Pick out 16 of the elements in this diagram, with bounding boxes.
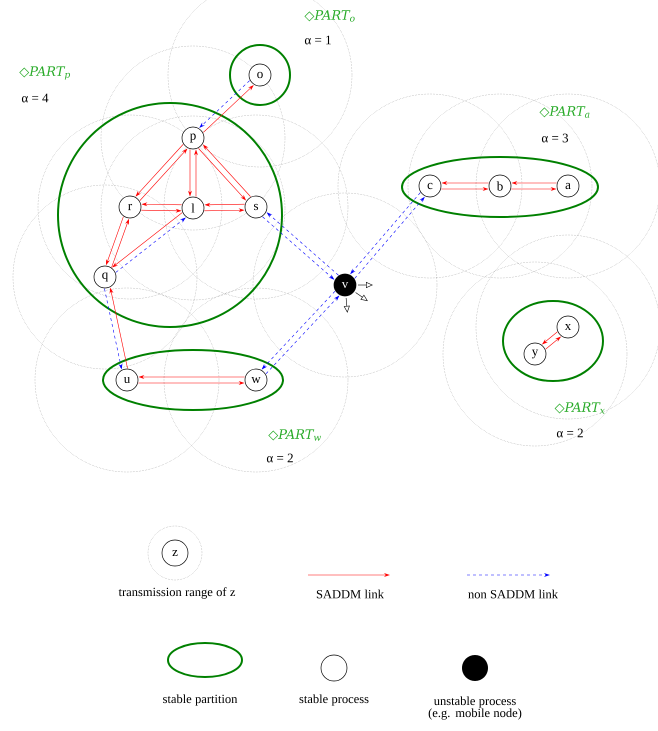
alpha-value: α = 1 bbox=[304, 36, 331, 44]
legend-text: non SADDM link bbox=[468, 590, 558, 598]
legend-text: stable partition bbox=[163, 694, 238, 706]
partition-heading: ◇PART$_{x}$ bbox=[554, 402, 605, 414]
alpha-value: α = 2 bbox=[556, 428, 583, 438]
partition-heading: ◇PART$_{p}$ bbox=[19, 66, 70, 80]
legend-text: SADDM link bbox=[316, 590, 384, 598]
alpha-value: α = 3 bbox=[542, 134, 568, 142]
alpha-value: α = 4 bbox=[22, 94, 48, 102]
partition-heading: ◇PART$_{a}$ bbox=[539, 106, 590, 118]
alpha-value: α = 2 bbox=[266, 454, 293, 462]
partition-heading: ◇PART$_{w}$ bbox=[268, 429, 322, 441]
legend-text: unstable process (e.g. mobile node) bbox=[428, 696, 522, 720]
partition-heading: ◇PART$_{o}$ bbox=[304, 10, 355, 22]
legend-text: stable process bbox=[300, 694, 369, 706]
legend-text: transmission range of z bbox=[118, 587, 236, 599]
